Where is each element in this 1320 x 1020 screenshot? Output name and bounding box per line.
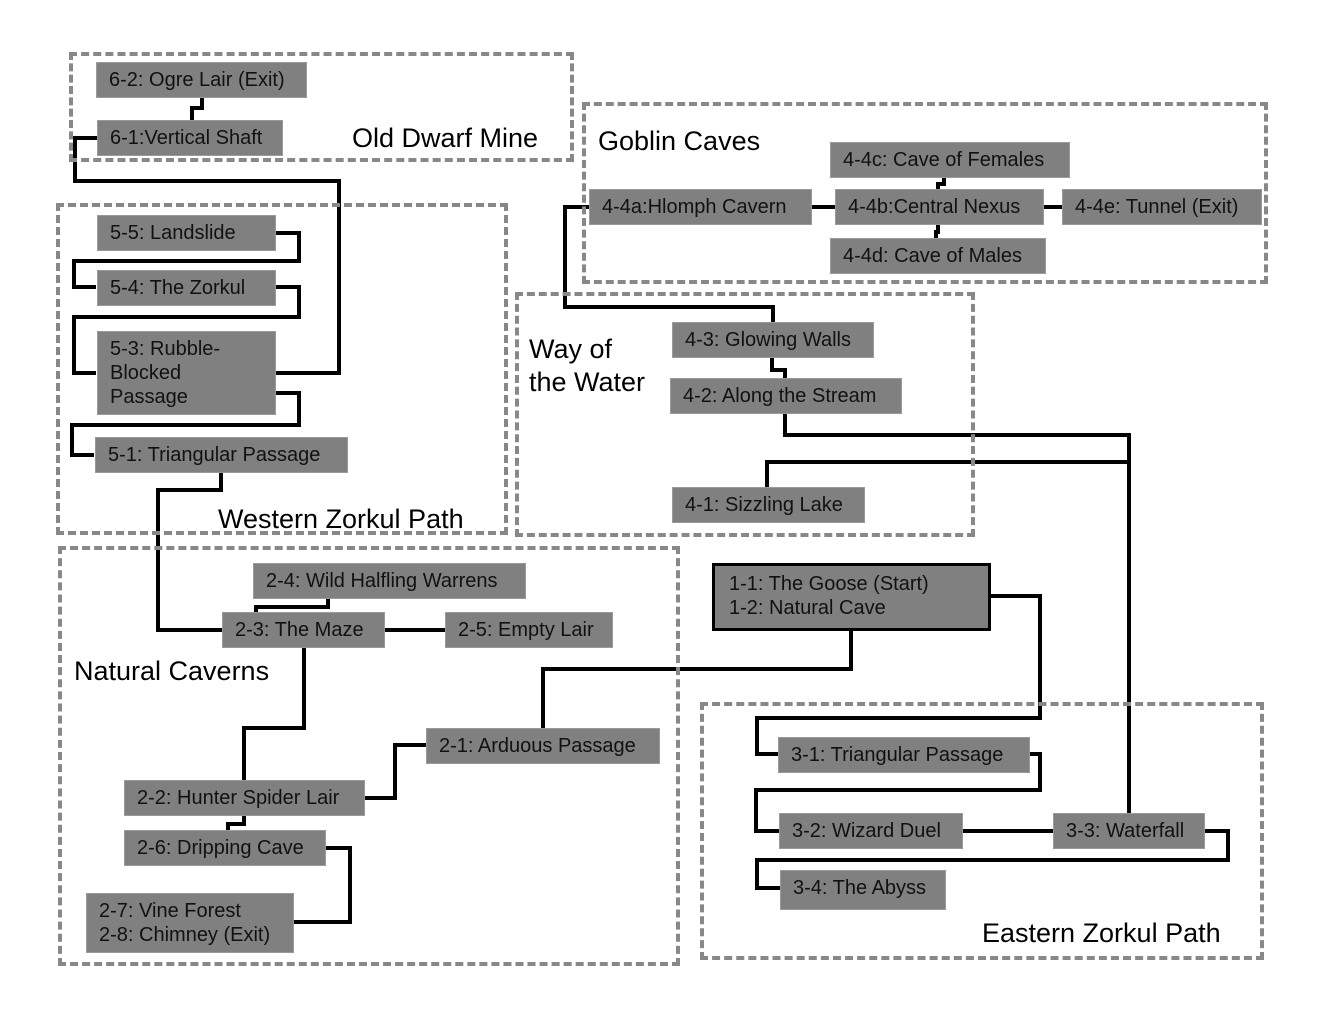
room-4-1-sizzling-lake[interactable]: 4-1: Sizzling Lake	[672, 487, 865, 523]
room-4-4d-cave-of-males[interactable]: 4-4d: Cave of Males	[830, 238, 1046, 274]
connector-5-3-to-5-1	[70, 391, 301, 457]
region-natural-caverns	[58, 546, 680, 966]
room-5-3-rubble-blocked-passage[interactable]: 5-3: Rubble- Blocked Passage	[97, 331, 276, 415]
region-old-dwarf-mine	[69, 52, 574, 162]
room-5-4-the-zorkul[interactable]: 5-4: The Zorkul	[97, 270, 276, 306]
connector-5-4-to-5-3	[72, 285, 301, 375]
region-label-old-dwarf-mine: Old Dwarf Mine	[352, 123, 539, 153]
connector-6-1-to-5-3	[73, 136, 341, 375]
room-4-4e-tunnel-exit[interactable]: 4-4e: Tunnel (Exit)	[1062, 189, 1262, 225]
room-3-4-the-abyss[interactable]: 3-4: The Abyss	[780, 870, 946, 910]
connector-4-4b-to-4-4d	[934, 224, 940, 240]
connector-2-1-to-1-1	[541, 629, 853, 729]
region-label-natural-caverns: Natural Caverns	[74, 656, 270, 686]
connector-3-3-to-3-4	[755, 829, 1230, 890]
connector-4-4b-to-4-4c	[936, 178, 946, 190]
room-2-6-dripping-cave[interactable]: 2-6: Dripping Cave	[124, 830, 326, 866]
connector-3-3-to-4-1	[765, 460, 1129, 487]
region-eastern-zorkul-path	[700, 702, 1264, 960]
room-4-4c-cave-of-females[interactable]: 4-4c: Cave of Females	[830, 142, 1070, 178]
connector-4-3-to-4-4a	[563, 205, 775, 322]
region-label-western-zorkul-path: Western Zorkul Path	[218, 504, 464, 534]
region-label-eastern-zorkul-path: Eastern Zorkul Path	[982, 918, 1221, 948]
connector-3-1-to-3-2	[754, 752, 1042, 833]
room-3-3-waterfall[interactable]: 3-3: Waterfall	[1053, 813, 1205, 849]
room-2-5-empty-lair[interactable]: 2-5: Empty Lair	[445, 612, 613, 648]
region-label-goblin-caves: Goblin Caves	[598, 126, 761, 156]
region-western-zorkul-path	[56, 203, 508, 535]
connector-5-5-to-5-4	[72, 231, 301, 289]
room-6-2-ogre-lair[interactable]: 6-2: Ogre Lair (Exit)	[96, 62, 307, 98]
region-goblin-caves	[582, 102, 1268, 284]
room-5-5-landslide[interactable]: 5-5: Landslide	[97, 215, 276, 251]
connector-6-2-to-6-1	[190, 97, 204, 122]
connector-4-2-to-4-3	[770, 356, 787, 378]
room-4-3-glowing-walls[interactable]: 4-3: Glowing Walls	[672, 322, 874, 358]
room-2-4-wild-halfling-warrens[interactable]: 2-4: Wild Halfling Warrens	[253, 563, 526, 599]
connector-2-2-to-2-1	[365, 743, 426, 800]
room-3-1-triangular-passage[interactable]: 3-1: Triangular Passage	[778, 737, 1030, 773]
room-4-4b-central-nexus[interactable]: 4-4b:Central Nexus	[835, 189, 1044, 225]
region-label-way-of-the-water: Way of the Water	[529, 334, 646, 397]
region-way-of-the-water	[515, 292, 975, 537]
room-2-3-the-maze[interactable]: 2-3: The Maze	[222, 612, 385, 648]
room-5-1-triangular-passage[interactable]: 5-1: Triangular Passage	[95, 437, 348, 473]
room-1-1-the-goose-start[interactable]: 1-1: The Goose (Start) 1-2: Natural Cave	[712, 563, 991, 631]
connector-5-1-to-2-3	[156, 472, 223, 632]
room-4-4a-hlomph-cavern[interactable]: 4-4a:Hlomph Cavern	[589, 189, 812, 225]
connector-2-3-to-2-2	[242, 647, 306, 780]
connector-2-6-to-2-7	[294, 846, 352, 924]
connector-2-2-to-2-6	[226, 814, 246, 831]
connector-1-1-to-3-1	[755, 594, 1042, 756]
room-6-1-vertical-shaft[interactable]: 6-1:Vertical Shaft	[97, 120, 283, 156]
room-4-2-along-the-stream[interactable]: 4-2: Along the Stream	[670, 378, 902, 414]
connector-2-4-to-2-3	[254, 598, 330, 613]
connector-3-3-to-4-2	[783, 413, 1131, 814]
room-2-2-hunter-spider-lair[interactable]: 2-2: Hunter Spider Lair	[124, 780, 365, 816]
room-2-1-arduous-passage[interactable]: 2-1: Arduous Passage	[426, 728, 660, 764]
room-3-2-wizard-duel[interactable]: 3-2: Wizard Duel	[779, 813, 963, 849]
room-2-7-vine-forest-2-8-chimney[interactable]: 2-7: Vine Forest 2-8: Chimney (Exit)	[86, 893, 294, 953]
